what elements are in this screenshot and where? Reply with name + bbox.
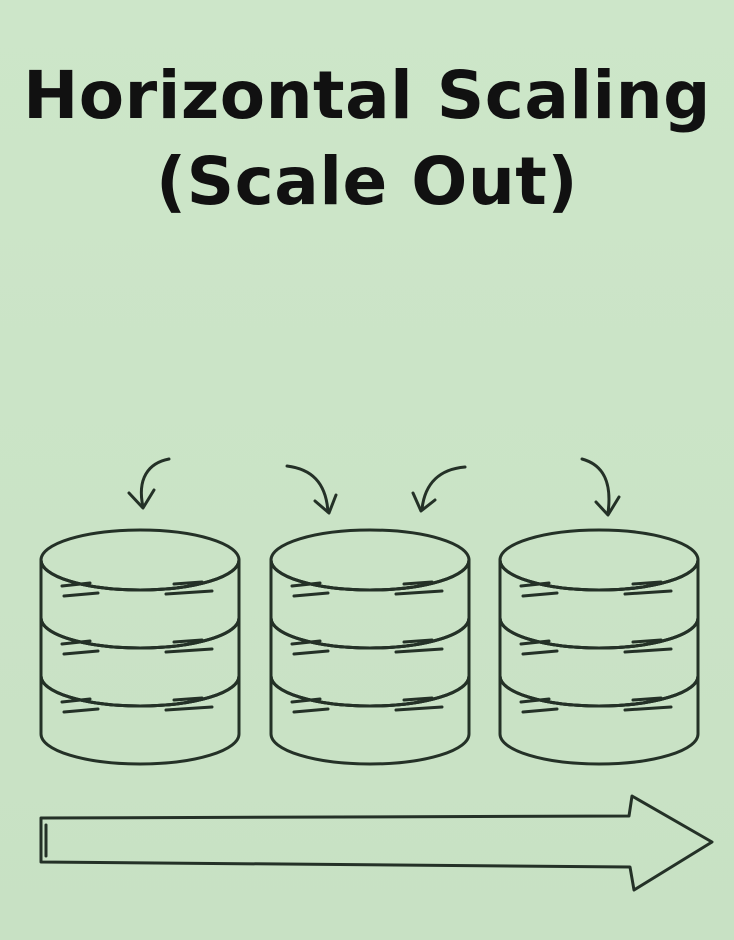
- database-detail-line: [60, 639, 92, 646]
- database-segment: [39, 674, 241, 766]
- arrow-head: [411, 491, 437, 513]
- database-detail-line: [290, 639, 322, 646]
- database-detail-line: [164, 647, 214, 654]
- database-detail-line: [394, 647, 444, 654]
- curved-arrow-icon: [411, 465, 467, 513]
- arrow-shaft: [580, 457, 611, 515]
- title-block: Horizontal Scaling (Scale Out): [0, 52, 734, 226]
- database-stacks: [39, 528, 700, 766]
- database-detail-line: [164, 705, 214, 712]
- database-segment: [39, 558, 241, 650]
- database-detail-line: [292, 649, 330, 656]
- database-segment: [269, 616, 471, 708]
- database-detail-line: [290, 697, 322, 704]
- database-detail-line: [62, 591, 100, 598]
- arrow-shaft: [285, 464, 330, 514]
- page-title: Horizontal Scaling: [23, 57, 711, 134]
- database-detail-line: [521, 649, 559, 656]
- database-detail-line: [164, 589, 214, 596]
- database-detail-line: [172, 638, 204, 644]
- scale-arrow: [39, 794, 714, 892]
- database-detail-line: [631, 638, 663, 644]
- database-segment: [269, 558, 471, 650]
- database-segment: [498, 616, 700, 708]
- database-detail-line: [172, 580, 204, 586]
- database-segment: [39, 616, 241, 708]
- database-detail-line: [394, 589, 444, 596]
- database-1: [39, 528, 241, 766]
- database-detail-line: [290, 581, 322, 588]
- database-top: [269, 528, 471, 592]
- database-detail-line: [60, 581, 92, 588]
- database-detail-line: [62, 649, 100, 656]
- database-detail-line: [62, 707, 100, 714]
- database-top: [498, 528, 700, 592]
- arrow-head: [594, 495, 621, 517]
- database-detail-line: [292, 591, 330, 598]
- database-segment: [498, 674, 700, 766]
- database-detail-line: [519, 639, 551, 646]
- database-detail-line: [631, 580, 663, 586]
- database-detail-line: [623, 647, 673, 654]
- database-detail-line: [402, 638, 434, 644]
- database-segment: [269, 674, 471, 766]
- arrow-shaft: [420, 465, 467, 511]
- arrow-shaft: [139, 457, 171, 509]
- database-detail-line: [402, 580, 434, 586]
- curved-arrow-icon: [127, 457, 171, 510]
- database-detail-line: [60, 697, 92, 704]
- database-detail-line: [394, 705, 444, 712]
- arrow-head: [313, 493, 338, 515]
- arrow-head: [127, 488, 156, 510]
- curved-arrow-icon: [580, 457, 621, 517]
- page-subtitle: (Scale Out): [155, 142, 579, 220]
- database-3: [498, 528, 700, 766]
- right-arrow-icon: [39, 794, 714, 892]
- database-detail-line: [402, 696, 434, 702]
- curved-arrow-icon: [285, 464, 338, 515]
- database-detail-line: [292, 707, 330, 714]
- incoming-arrows: [127, 457, 621, 517]
- database-detail-line: [521, 707, 559, 714]
- database-top: [39, 528, 241, 592]
- database-detail-line: [631, 696, 663, 702]
- database-detail-line: [623, 705, 673, 712]
- database-detail-line: [519, 697, 551, 704]
- database-detail-line: [172, 696, 204, 702]
- database-detail-line: [521, 591, 559, 598]
- database-2: [269, 528, 471, 766]
- database-segment: [498, 558, 700, 650]
- database-detail-line: [519, 581, 551, 588]
- database-detail-line: [623, 589, 673, 596]
